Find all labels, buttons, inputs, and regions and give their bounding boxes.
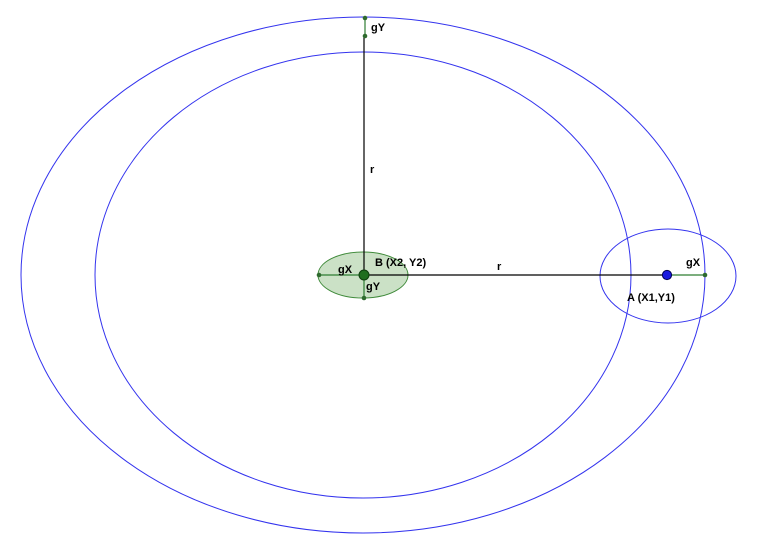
point-a-label: A (X1,Y1) xyxy=(627,292,675,304)
top-gy-label: gY xyxy=(371,22,386,34)
center-gx-end-dot xyxy=(316,272,322,278)
top-gy-end-dot xyxy=(362,33,368,39)
center-gy-end-dot xyxy=(361,295,367,301)
top-gy-start-dot xyxy=(362,15,368,21)
point-b-label: B (X2, Y2) xyxy=(375,257,426,269)
right-gx-label: gX xyxy=(686,257,701,269)
center-gy-label: gY xyxy=(366,281,381,293)
vertical-r-label: r xyxy=(370,164,375,176)
point-b-marker[interactable] xyxy=(358,269,370,281)
horizontal-r-label: r xyxy=(497,261,502,273)
point-a-marker[interactable] xyxy=(661,269,673,281)
center-gx-label: gX xyxy=(338,264,353,276)
right-gx-end-dot xyxy=(702,272,708,278)
point-a-range-ellipse xyxy=(599,228,737,324)
